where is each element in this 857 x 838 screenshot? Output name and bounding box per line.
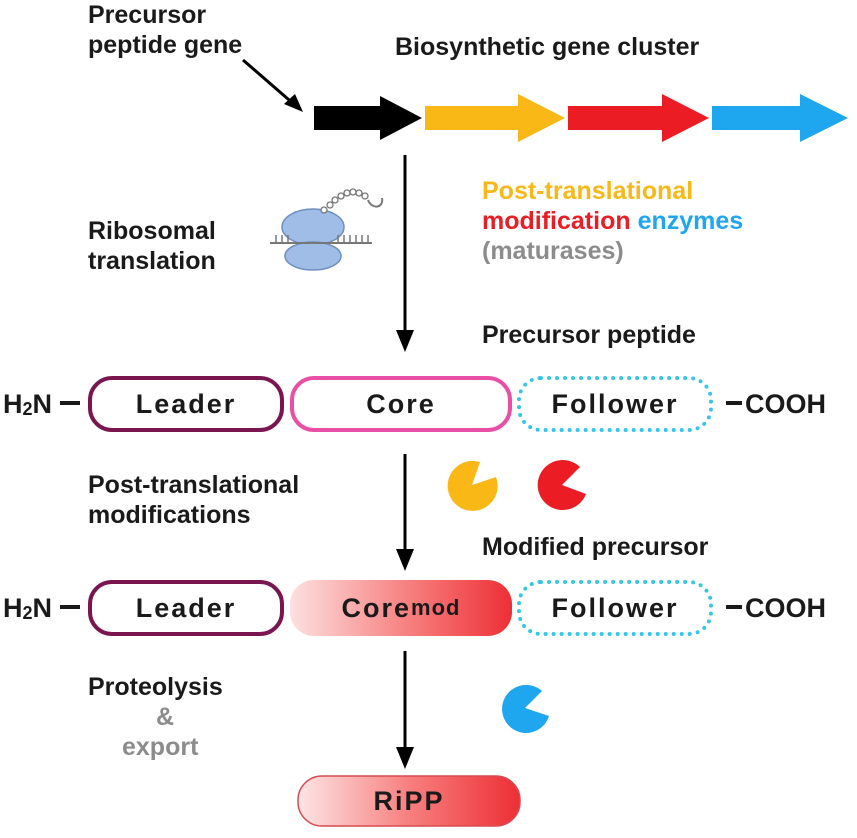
gene-cluster-label: Biosynthetic gene cluster bbox=[395, 33, 700, 61]
enzyme-red-icon bbox=[537, 460, 586, 511]
export-label: export bbox=[122, 733, 199, 761]
flow-arrow-proteolysis-head bbox=[396, 747, 414, 769]
ptm-label: Post-translational modifications bbox=[88, 471, 300, 529]
gene-pointer-arrow bbox=[242, 58, 297, 108]
enzyme-blue-icon bbox=[502, 684, 549, 733]
enzymes-line2-enzymes: enzymes bbox=[637, 207, 744, 235]
leader-segment-modified: Leader bbox=[88, 580, 284, 636]
c-terminus-precursor: COOH bbox=[745, 389, 826, 419]
gene-arrow-red bbox=[568, 94, 709, 142]
core-mod-fill bbox=[290, 580, 512, 636]
precursor-gene-label: Precursor peptide gene bbox=[88, 1, 243, 59]
enzymes-line2-modification: modification bbox=[482, 207, 631, 235]
precursor-peptide-title: Precursor peptide bbox=[482, 321, 696, 349]
modified-precursor-title: Modified precursor bbox=[482, 533, 709, 561]
ribosomal-translation-label: Ribosomal translation bbox=[88, 217, 216, 275]
gene-arrow-yellow bbox=[425, 94, 565, 142]
ribosome-icon bbox=[270, 188, 384, 271]
enzyme-yellow-icon bbox=[447, 460, 498, 511]
core-mod-subscript: mod bbox=[411, 595, 461, 620]
leader-segment-precursor: Leader bbox=[88, 376, 284, 432]
ripp-product: RiPP bbox=[373, 785, 445, 816]
gene-pointer-head bbox=[284, 94, 303, 112]
proteolysis-amp: & bbox=[156, 703, 175, 731]
n-terminus-modified: H2N bbox=[3, 593, 53, 623]
flow-arrow-ptm-head bbox=[396, 549, 414, 571]
ripp-fill bbox=[297, 775, 521, 827]
c-terminus-modified: COOH bbox=[745, 593, 826, 623]
gene-arrow-precursor bbox=[314, 96, 422, 140]
follower-segment-modified: Follower bbox=[517, 580, 713, 636]
gene-arrow-blue bbox=[712, 94, 848, 142]
core-segment-precursor: Core bbox=[290, 376, 512, 432]
follower-segment-precursor: Follower bbox=[517, 376, 713, 432]
flow-arrow-translation-head bbox=[396, 330, 414, 352]
n-terminus-precursor: H2N bbox=[3, 389, 53, 419]
proteolysis-label: Proteolysis bbox=[88, 673, 223, 701]
enzymes-line3-maturases: (maturases) bbox=[482, 237, 624, 265]
enzymes-line1: Post-translational bbox=[482, 177, 694, 205]
enzymes-label: Post-translational modification enzymes … bbox=[482, 176, 743, 266]
